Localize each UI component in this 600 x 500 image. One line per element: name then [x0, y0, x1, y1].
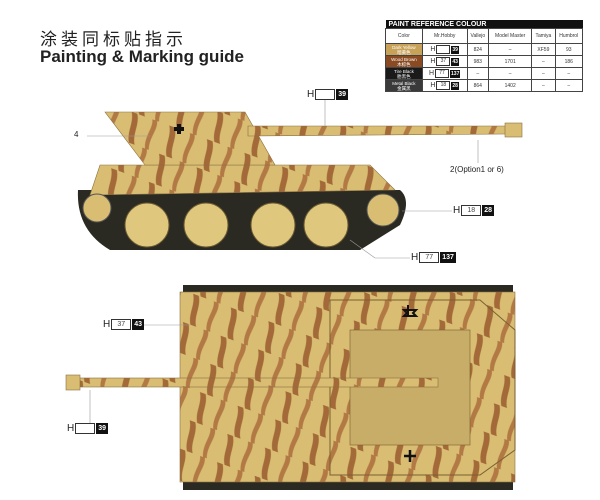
- balkenkreuz-side: [174, 124, 184, 134]
- code-black: 28: [451, 81, 459, 90]
- code-white: 37: [436, 57, 451, 66]
- color-name-cn: 暗黄色: [397, 49, 411, 55]
- callout-prefix: H: [67, 423, 75, 434]
- modelmaster-code: 1402: [488, 79, 533, 92]
- callout-prefix: H: [307, 89, 315, 100]
- color-name: Tire Black: [393, 68, 414, 74]
- color-name: Dark Yellow: [392, 44, 416, 50]
- paint-reference-table: PAINT REFERENCE COLOUR Color Mr.Hobby Va…: [385, 20, 583, 92]
- muzzle-brake-top: [65, 374, 81, 391]
- code-black: 43: [451, 57, 459, 66]
- color-name: Wood Brown: [391, 56, 417, 62]
- sprocket-wheel: [366, 193, 400, 227]
- callout-code-black: 39: [96, 423, 109, 434]
- humbrol-code: –: [554, 79, 583, 92]
- marking-number-2: 2(Option1 or 6): [450, 165, 504, 174]
- callout-prefix: H: [103, 319, 111, 330]
- side-view-tank: [77, 97, 523, 259]
- code-white: 77: [435, 69, 450, 78]
- balkenkreuz-top-2: [404, 450, 416, 462]
- superstructure: [104, 111, 276, 166]
- title-english: Painting & Marking guide: [40, 47, 245, 66]
- callout-code-black: 28: [482, 205, 495, 216]
- marking-number-4: 4: [74, 130, 79, 139]
- gun-barrel-top: [67, 377, 439, 388]
- callout-code-white: [75, 423, 96, 434]
- code-white: 18: [436, 81, 451, 90]
- title-chinese: 涂装同标贴指示: [40, 30, 187, 50]
- callout-code-white: [315, 89, 336, 100]
- callout-prefix: H: [411, 252, 419, 263]
- color-name-cn: 胎黑色: [397, 73, 411, 79]
- table-header: PAINT REFERENCE COLOUR: [385, 20, 583, 29]
- callout-code-black: 39: [336, 89, 349, 100]
- code-black: 39: [451, 45, 459, 54]
- road-wheel: [183, 202, 229, 248]
- callout-top-gun-color: H 39: [67, 423, 109, 434]
- callout-code-black: 137: [440, 252, 456, 263]
- code-black: 137: [450, 69, 461, 78]
- tamiya-code: –: [531, 79, 556, 92]
- gun-barrel: [247, 125, 511, 137]
- road-wheel: [124, 202, 170, 248]
- callout-code-white: 37: [111, 319, 132, 330]
- muzzle-brake: [504, 122, 523, 138]
- road-wheel: [303, 202, 349, 248]
- callout-gun-color: H 39: [307, 89, 349, 100]
- callout-code-black: 43: [132, 319, 145, 330]
- gun-breech: [349, 329, 471, 446]
- lower-hull: [89, 164, 396, 196]
- color-name-cn: 金属黑: [397, 85, 411, 91]
- callout-code-white: 77: [419, 252, 440, 263]
- col-color: Color: [385, 28, 423, 44]
- callout-prefix: H: [453, 205, 461, 216]
- balkenkreuz-top: [401, 305, 419, 317]
- color-name: Metal Black: [392, 80, 416, 86]
- top-view-tank: [65, 285, 516, 490]
- road-wheel: [250, 202, 296, 248]
- tamiya-code: XF59: [531, 43, 556, 56]
- color-name-cn: 木棕色: [397, 61, 411, 67]
- idler-wheel: [82, 193, 112, 223]
- code-white: [436, 45, 451, 54]
- callout-code-white: 18: [461, 205, 482, 216]
